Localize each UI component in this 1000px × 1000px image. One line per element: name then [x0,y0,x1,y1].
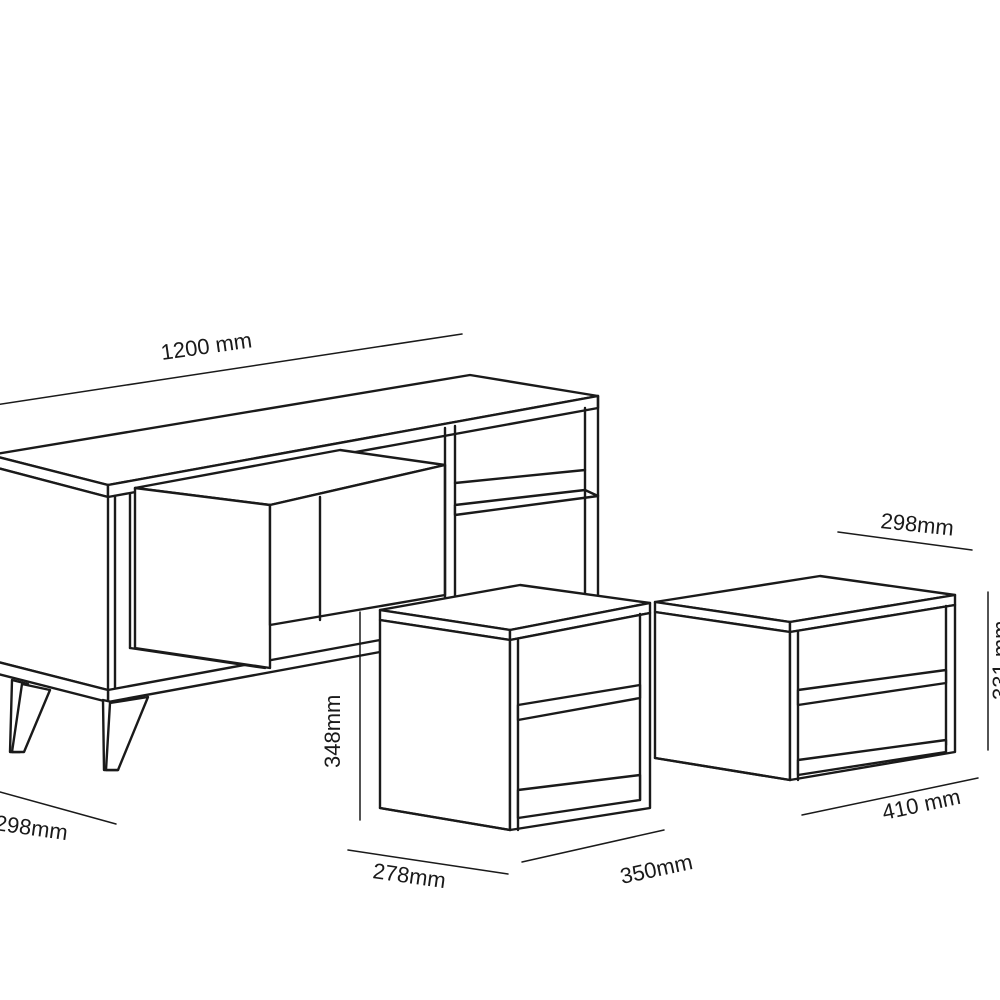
tv-unit-drawing [0,373,600,772]
coffee-table-height-label: 331 mm [988,621,1000,700]
side-table-height-label: 348mm [320,695,345,768]
tv-unit-depth-label: 298mm [0,810,69,845]
tv-unit-width-label: 1200 mm [159,327,253,365]
side-table-width-label: 350mm [618,849,695,889]
coffee-table-drawing [653,574,957,782]
dimension-lines [0,333,989,875]
side-table-drawing [378,583,652,832]
coffee-table-depth-label: 298mm [879,508,955,541]
